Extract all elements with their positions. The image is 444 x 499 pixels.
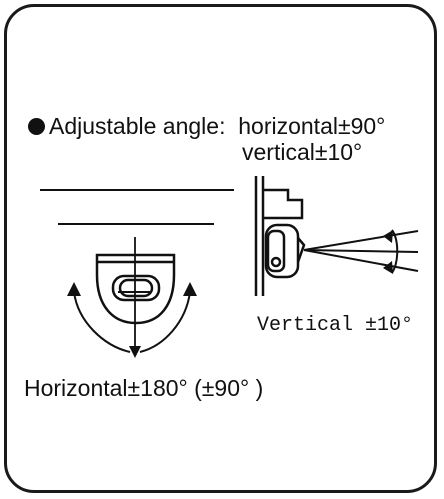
axis-arrow-icon: [129, 237, 141, 358]
rounded-frame: [4, 4, 437, 493]
vertical-caption: Vertical ±10°: [257, 314, 414, 337]
down-arrowhead-icon: [383, 261, 393, 274]
up-arrowhead-icon: [383, 230, 393, 243]
right-arrowhead-icon: [183, 282, 197, 296]
horizontal-angle-text: horizontal±90°: [238, 113, 386, 139]
view-angle-icon: [303, 229, 419, 274]
vertical-angle-text: vertical±10°: [242, 139, 363, 165]
adjustable-angle-label: Adjustable angle:: [49, 113, 226, 139]
left-arrowhead-icon: [67, 282, 81, 296]
adjustable-angle-line: Adjustable angle: horizontal±90°: [28, 113, 385, 140]
bullet-icon: [28, 118, 45, 135]
side-camera-icon: [254, 176, 306, 296]
horizontal-caption: Horizontal±180° (±90° ): [24, 375, 264, 401]
rotation-arrow-icon: [73, 291, 191, 353]
